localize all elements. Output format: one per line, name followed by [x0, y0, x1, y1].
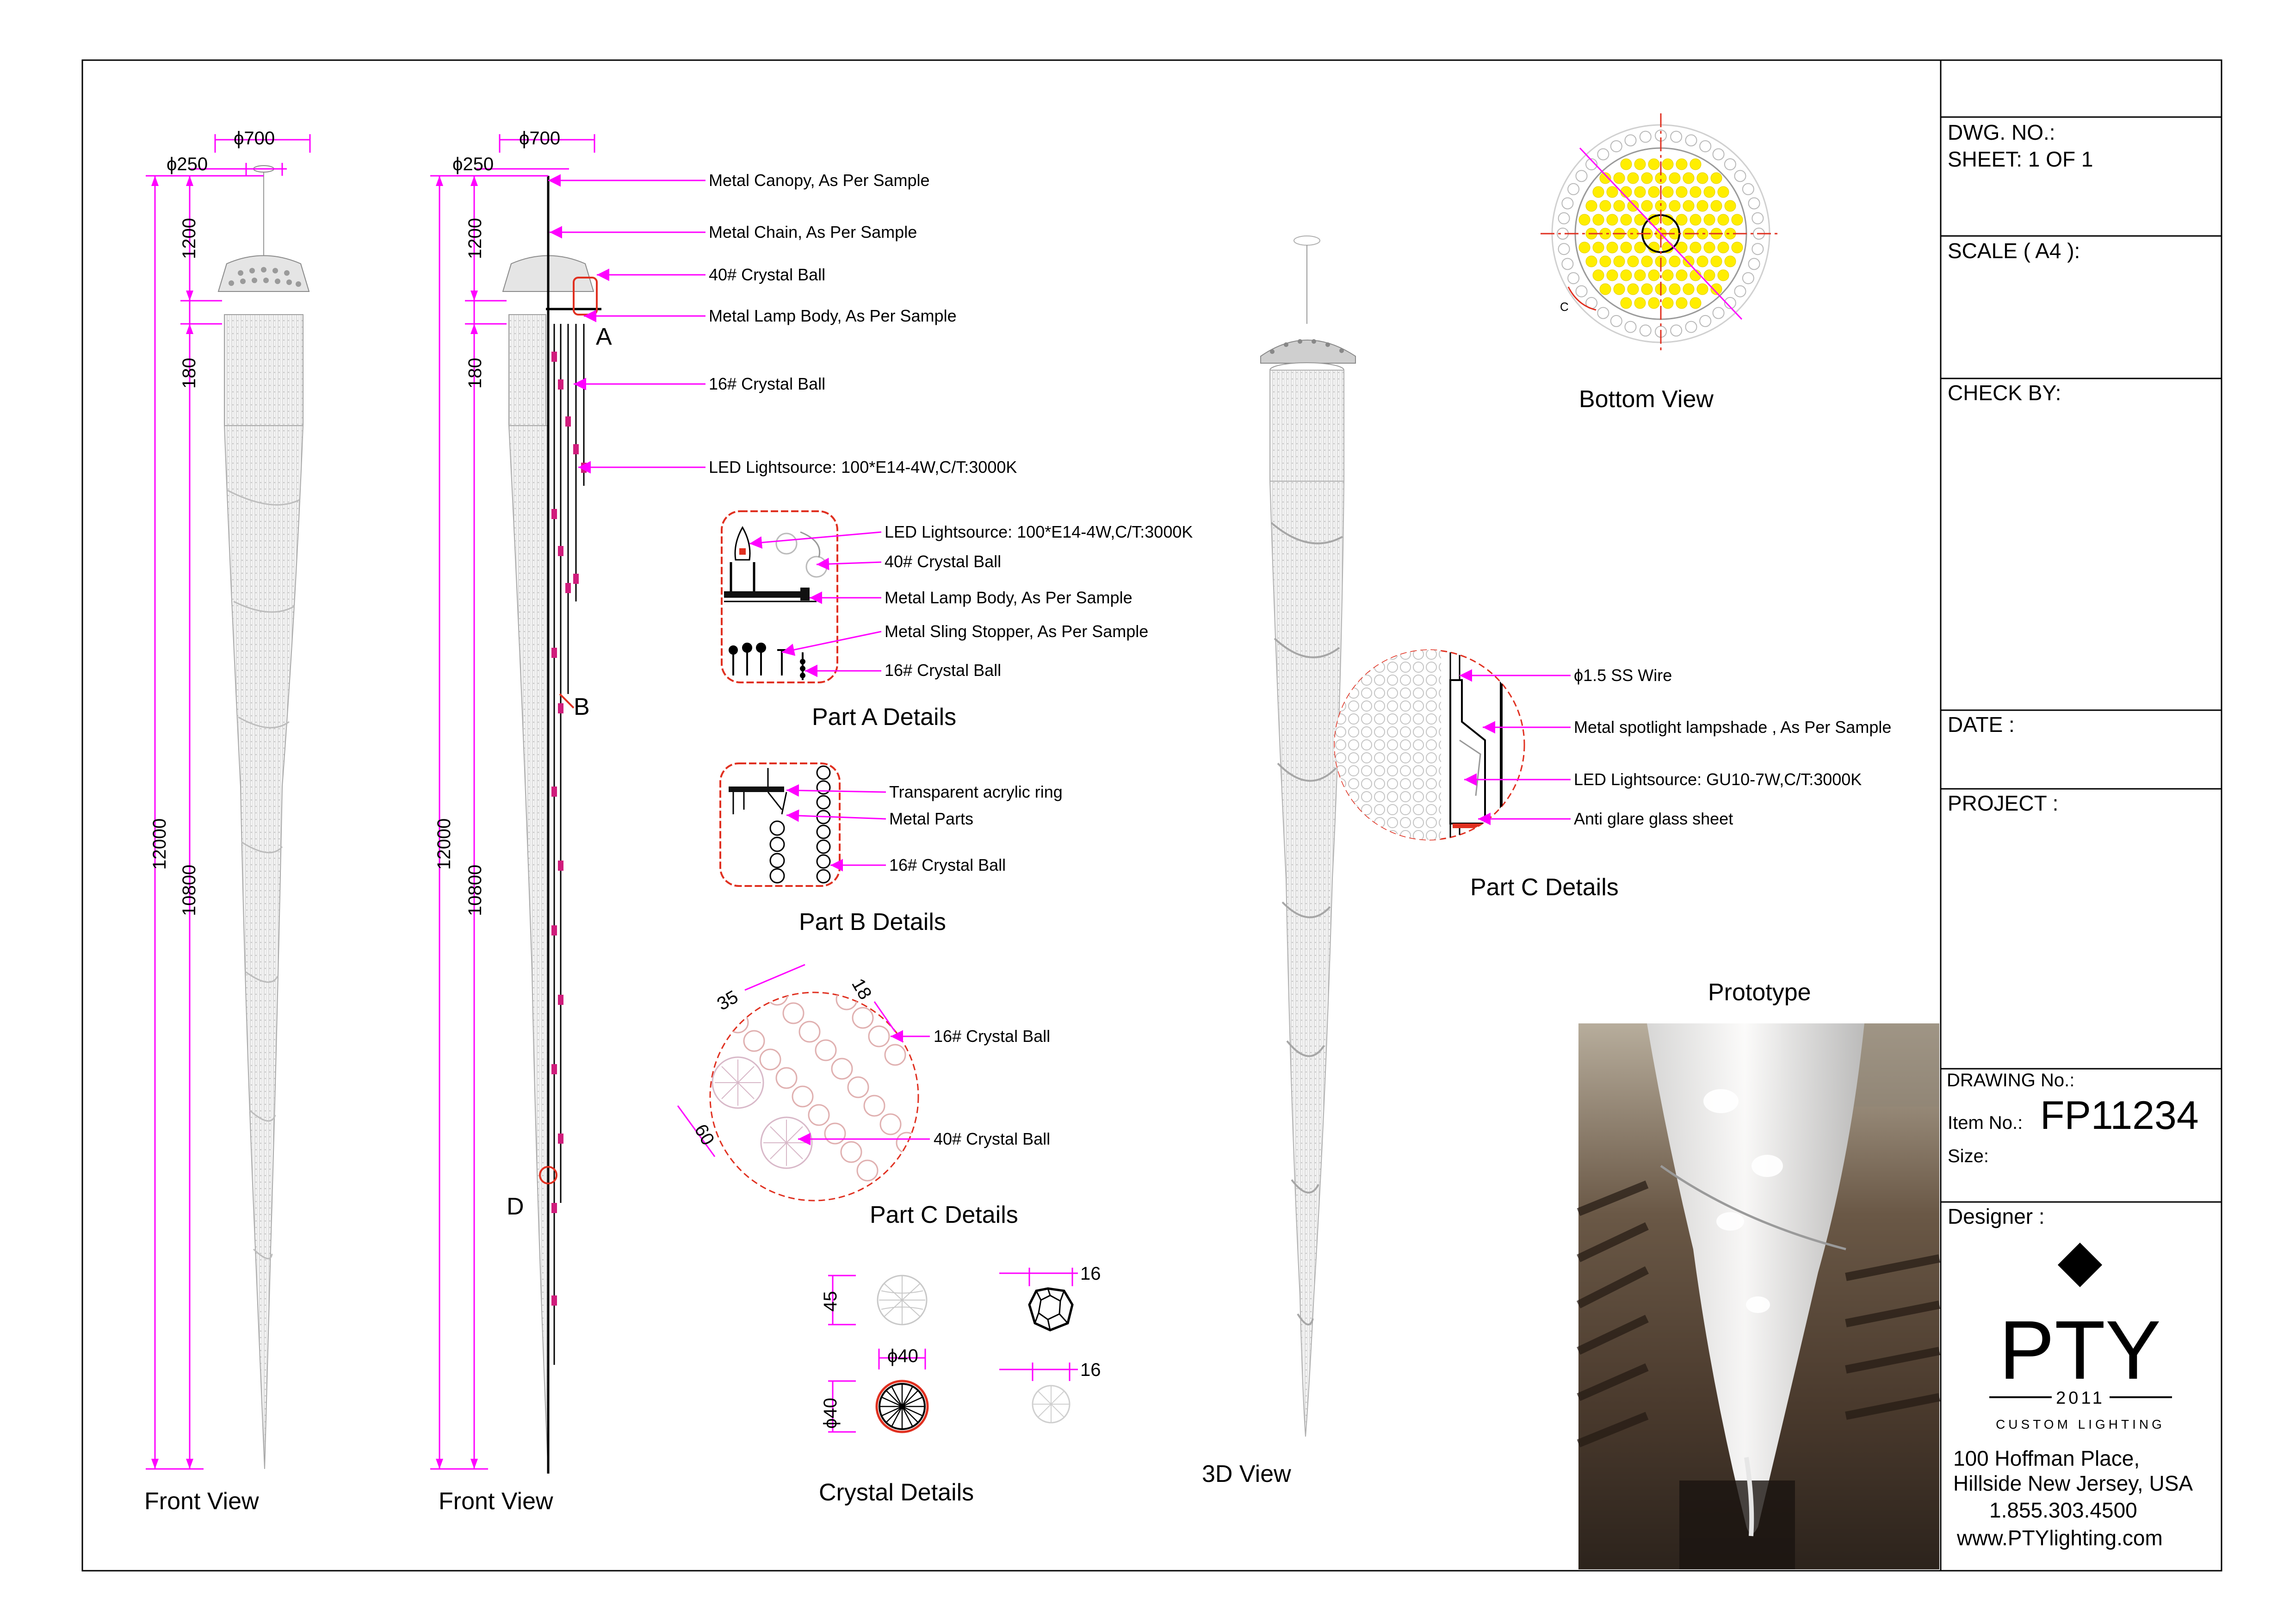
front2-h12000: 12000 [434, 818, 454, 870]
part-b-drawing [719, 762, 841, 887]
front2-h180: 180 [465, 358, 485, 389]
part-c2-leaders [1460, 669, 1571, 825]
svg-text:PTY: PTY [1999, 1304, 2161, 1397]
front2-h1200: 1200 [465, 218, 485, 259]
part-c1-callout-16crystal: 16# Crystal Ball [934, 1027, 1050, 1046]
crystal-dim-16a: 16 [1080, 1264, 1101, 1284]
project-label: PROJECT : [1948, 791, 2058, 815]
part-c2-drawing [1334, 649, 1525, 841]
part-b-callout-16crystal: 16# Crystal Ball [889, 855, 1006, 874]
part-c1-dim-18: 18 [848, 975, 875, 1004]
marker-d: D [507, 1193, 524, 1220]
item-no-label: Item No.: [1948, 1113, 2023, 1133]
part-a-callout-lampbody: Metal Lamp Body, As Per Sample [885, 588, 1133, 607]
check-by-label: CHECK BY: [1948, 381, 2061, 405]
crystal-dim-45: 45 [820, 1291, 841, 1312]
svg-text:CUSTOM LIGHTING: CUSTOM LIGHTING [1996, 1417, 2165, 1431]
part-a-callout-led: LED Lightsource: 100*E14-4W,C/T:3000K [885, 522, 1193, 541]
address-line1: 100 Hoffman Place, [1953, 1446, 2140, 1470]
front-view-1-dimensions [146, 134, 311, 1470]
crystal-dim-40b: ϕ40 [820, 1398, 841, 1429]
address-phone: 1.855.303.4500 [1989, 1498, 2137, 1522]
callout-led-source: LED Lightsource: 100*E14-4W,C/T:3000K [709, 458, 1017, 477]
part-c2-callout-glass: Anti glare glass sheet [1574, 809, 1733, 828]
drawing-no-label: DRAWING No.: [1947, 1070, 2074, 1090]
designer-label: Designer : [1948, 1204, 2045, 1228]
crystal-dim-16b: 16 [1080, 1360, 1101, 1380]
bottom-view-title: Bottom View [1579, 386, 1714, 413]
front2-dia700: ϕ700 [519, 128, 560, 149]
address-line2: Hillside New Jersey, USA [1953, 1471, 2193, 1495]
address-web: www.PTYlighting.com [1956, 1526, 2163, 1550]
date-label: DATE : [1948, 712, 2015, 737]
callout-16-crystal: 16# Crystal Ball [709, 374, 825, 393]
marker-c: C [1560, 300, 1569, 314]
front1-dia700: ϕ700 [234, 128, 275, 149]
part-c2-callout-ss-wire: ϕ1.5 SS Wire [1574, 666, 1672, 685]
part-c1-leaders [798, 1030, 930, 1146]
prototype-photo [1576, 1023, 1940, 1569]
part-c1-drawing [677, 964, 919, 1202]
main-callout-leaders [548, 174, 706, 474]
part-b-callout-acrylic-ring: Transparent acrylic ring [889, 782, 1063, 801]
front1-dia250: ϕ250 [167, 154, 208, 174]
title-block-row-lines [1941, 116, 2222, 1203]
part-a-title: Part A Details [812, 704, 956, 731]
front2-dia250: ϕ250 [452, 154, 494, 174]
part-b-title: Part B Details [799, 909, 946, 935]
callout-40-crystal: 40# Crystal Ball [709, 265, 825, 284]
front-view-1-title: Front View [144, 1488, 259, 1515]
part-b-callout-metal-parts: Metal Parts [889, 809, 973, 828]
sheet-border [81, 59, 2222, 1572]
part-c1-callout-40crystal: 40# Crystal Ball [934, 1129, 1050, 1148]
crystal-details-drawing [828, 1268, 1078, 1433]
svg-text:2011: 2011 [2056, 1388, 2105, 1408]
marker-a: A [596, 323, 612, 350]
front-view-1 [217, 165, 310, 1469]
scale-label: SCALE ( A4 ): [1948, 239, 2080, 263]
callout-metal-canopy: Metal Canopy, As Per Sample [709, 171, 930, 190]
sheet-label: SHEET: 1 OF 1 [1948, 147, 2093, 171]
front-view-2-dimensions [430, 134, 595, 1470]
pty-logo: PTY 2011 CUSTOM LIGHTING [1989, 1242, 2172, 1431]
prototype-title: Prototype [1708, 979, 1811, 1006]
part-b-leaders [786, 784, 886, 872]
part-a-callout-40crystal: 40# Crystal Ball [885, 552, 1001, 571]
front1-h180: 180 [179, 358, 199, 389]
front-view-2 [502, 176, 601, 1474]
part-a-callout-16crystal: 16# Crystal Ball [885, 661, 1001, 680]
front2-h10800: 10800 [465, 865, 485, 916]
item-no-value: FP11234 [2040, 1093, 2199, 1138]
callout-metal-chain: Metal Chain, As Per Sample [709, 223, 917, 242]
part-c1-title: Part C Details [870, 1202, 1018, 1228]
3d-view-title: 3D View [1202, 1461, 1291, 1487]
crystal-details-title: Crystal Details [819, 1479, 974, 1506]
marker-b: B [574, 694, 590, 720]
front1-h10800: 10800 [179, 865, 199, 916]
dwg-no-label: DWG. NO.: [1948, 120, 2055, 144]
diamond-icon [2057, 1242, 2103, 1288]
bottom-view-drawing [1541, 113, 1781, 354]
part-a-drawing [721, 510, 838, 683]
part-a-callout-stopper: Metal Sling Stopper, As Per Sample [885, 622, 1148, 641]
part-c1-dim-35: 35 [714, 986, 742, 1014]
part-a-leaders [749, 531, 882, 677]
part-c2-callout-gu10: LED Lightsource: GU10-7W,C/T:3000K [1574, 770, 1862, 789]
front1-h12000: 12000 [149, 818, 170, 870]
3d-view-drawing [1260, 235, 1356, 1437]
front-view-2-title: Front View [439, 1488, 553, 1515]
crystal-dim-40a: ϕ40 [887, 1346, 918, 1366]
front1-h1200: 1200 [179, 218, 199, 259]
size-label: Size: [1948, 1146, 1989, 1166]
callout-lamp-body: Metal Lamp Body, As Per Sample [709, 306, 957, 325]
part-c2-callout-lampshade: Metal spotlight lampshade , As Per Sampl… [1574, 718, 1891, 737]
part-c2-title: Part C Details [1470, 874, 1619, 901]
